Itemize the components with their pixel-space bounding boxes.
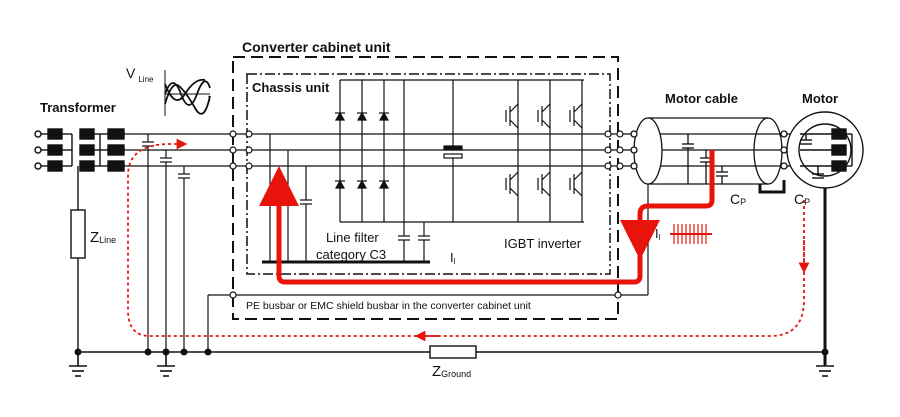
cabinet-terminals	[229, 130, 624, 170]
zground-label: ZGround	[432, 363, 471, 380]
vline-waveform	[164, 70, 211, 116]
cable-shield-bond	[758, 180, 786, 194]
ground-return-path	[127, 138, 805, 337]
current-il-indicator	[670, 224, 712, 244]
earth-symbols	[69, 352, 834, 377]
line-filter-label-1: Line filter	[326, 230, 379, 245]
ground-conductor	[78, 345, 825, 359]
pe-busbar	[207, 184, 649, 352]
il-label: Il	[450, 250, 456, 266]
converter-cabinet-border	[232, 56, 619, 320]
zline-impedance	[70, 209, 86, 259]
line-side-capacitors	[142, 134, 190, 352]
chassis-label: Chassis unit	[252, 80, 330, 95]
cp-label-motor: CP	[794, 191, 810, 207]
pe-busbar-label: PE busbar or EMC shield busbar in the co…	[246, 300, 531, 312]
motor-symbol	[786, 111, 864, 189]
motor-cable-label: Motor cable	[665, 91, 738, 106]
motor-label: Motor	[802, 91, 838, 106]
chassis-unit-border	[246, 73, 611, 275]
rectifier-bridge	[334, 79, 394, 223]
zline-label: ZLine	[90, 229, 116, 246]
transformer-symbol	[34, 128, 101, 210]
vline-time-label: t	[208, 94, 211, 103]
line-filter-capacitors	[262, 134, 430, 264]
line-filter-label-2: category C3	[316, 247, 386, 262]
igbt-label: IGBT inverter	[504, 236, 582, 251]
line-chokes	[100, 128, 125, 172]
motor-cable-shield	[630, 117, 788, 185]
il-label-cable: Il	[655, 226, 661, 242]
cabinet-label: Converter cabinet unit	[242, 39, 391, 55]
transformer-label: Transformer	[40, 100, 116, 115]
cp-label-cable: CP	[730, 191, 746, 207]
dc-link	[394, 79, 584, 223]
igbt-bridge	[505, 80, 583, 222]
